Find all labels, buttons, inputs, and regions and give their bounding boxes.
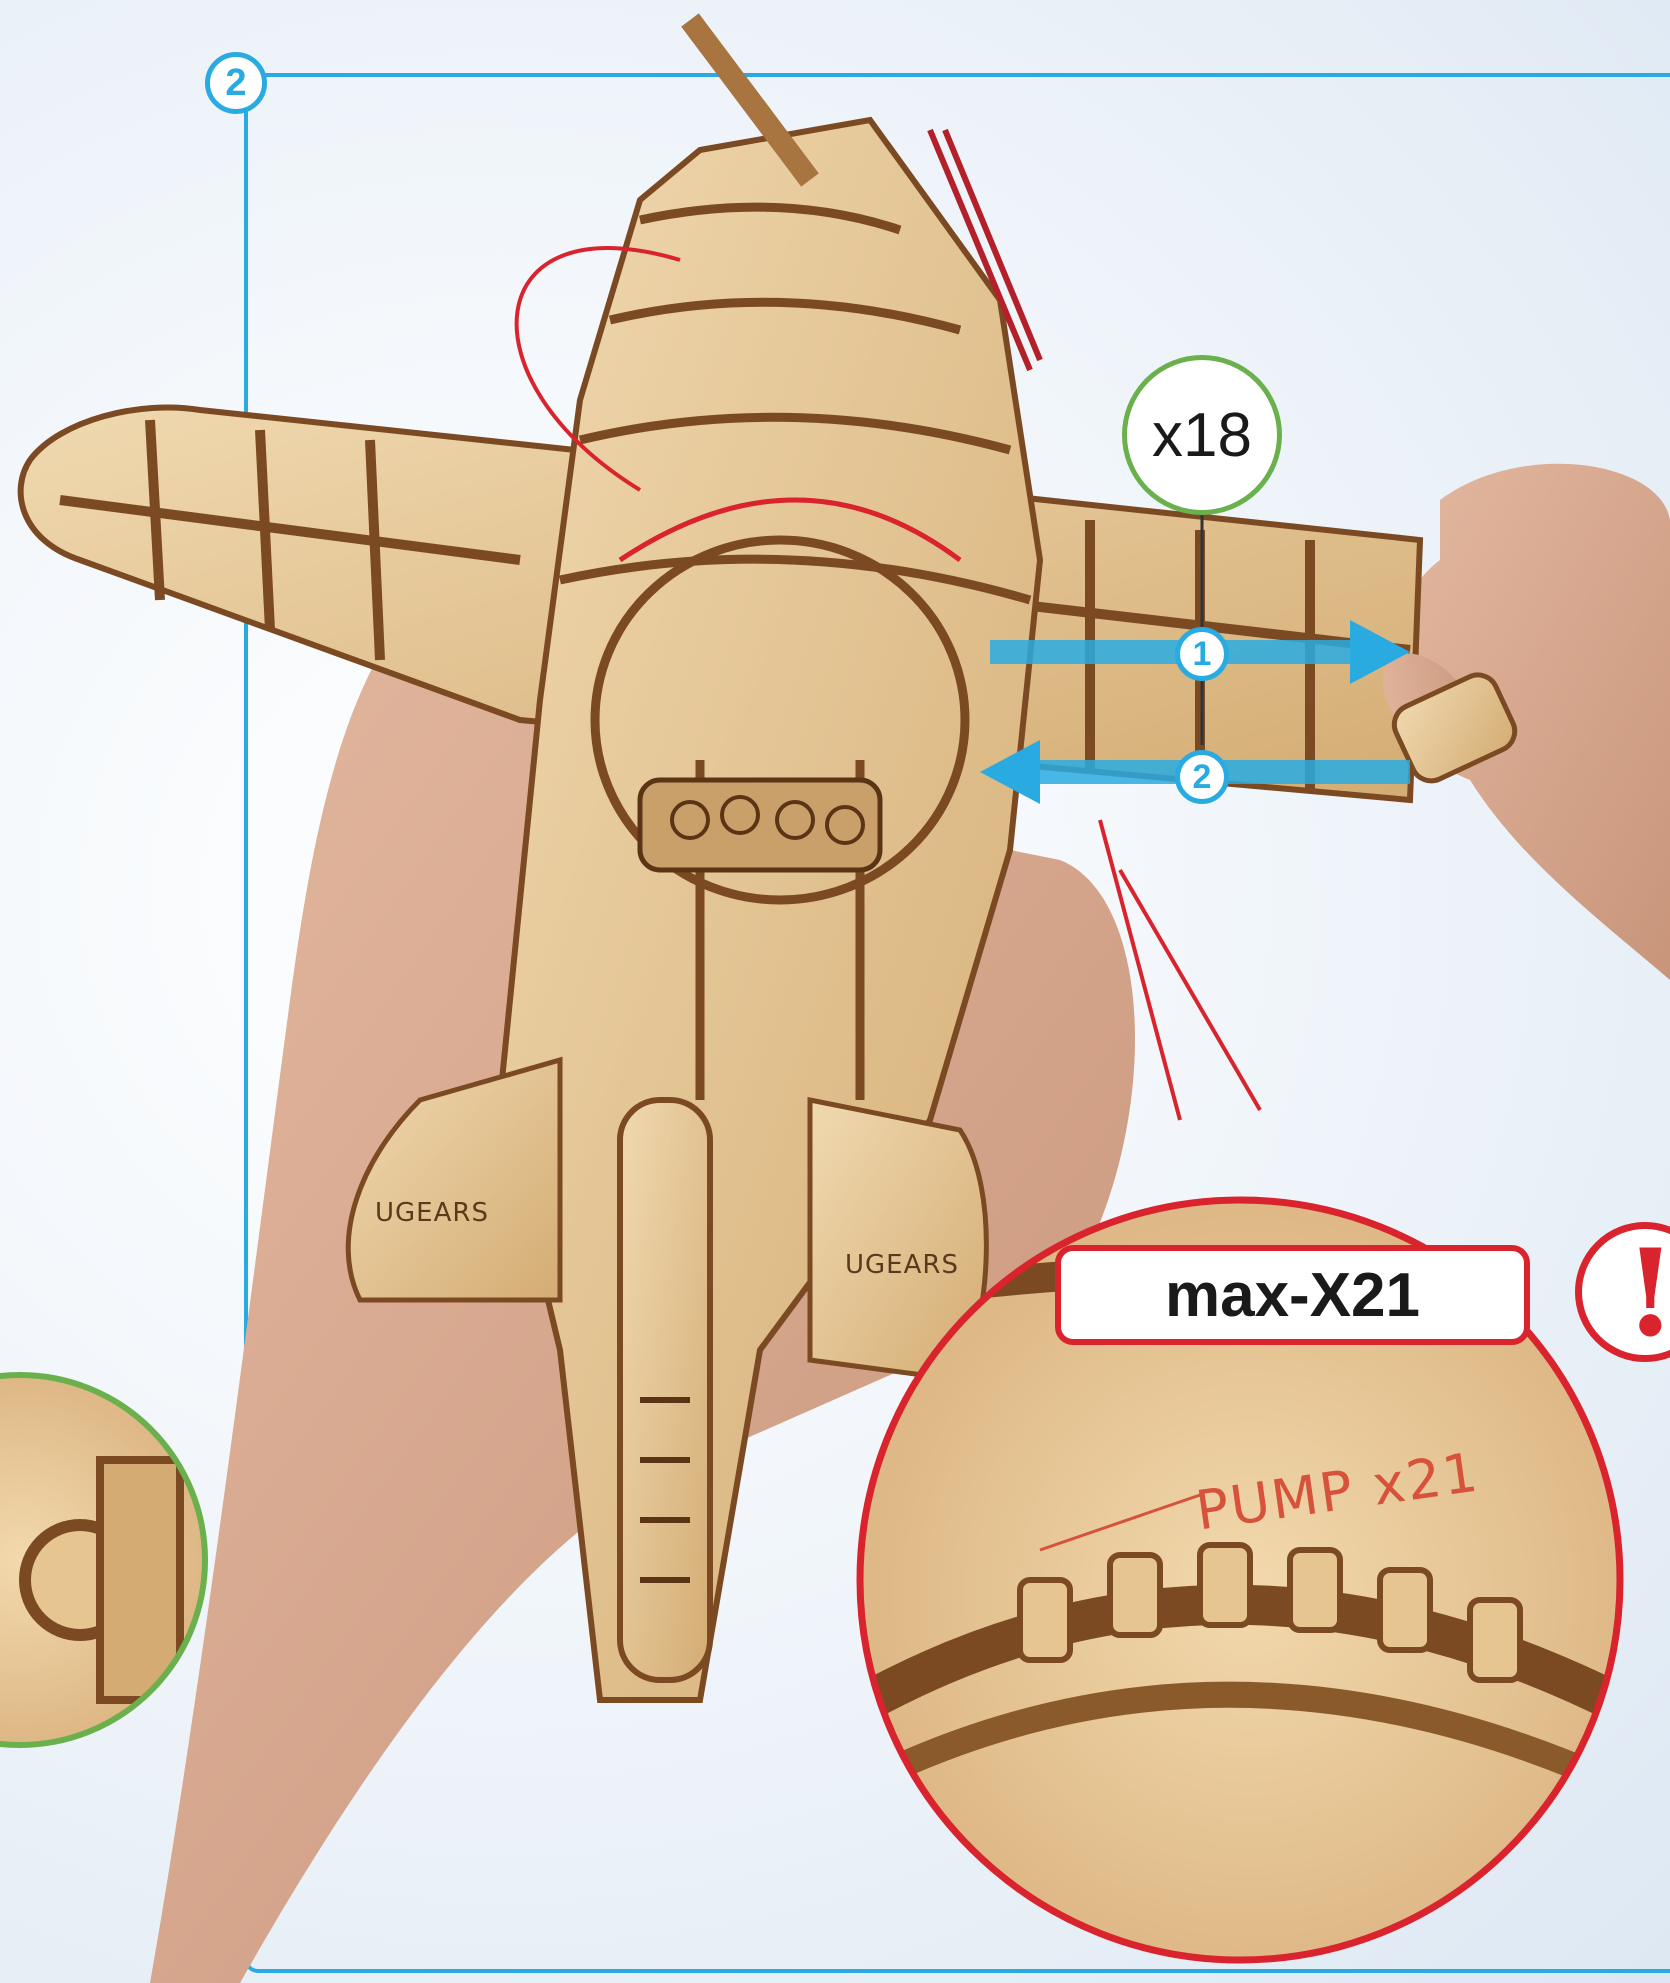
action-marker-1: 1	[1175, 627, 1229, 681]
vertical-tail	[620, 1100, 710, 1680]
ugears-logo-left: UGEARS	[375, 1198, 489, 1228]
step-number-icon: 2	[205, 52, 267, 114]
quantity-icon: x18	[1122, 355, 1282, 515]
left-zoom-detail	[0, 1370, 210, 1750]
action-marker-2: 2	[1175, 750, 1229, 804]
dashboard	[640, 780, 880, 870]
ugears-logo-right: UGEARS	[845, 1250, 959, 1280]
warning-symbol: !	[1624, 1229, 1670, 1359]
max-limit-label: max-X21	[1055, 1245, 1530, 1345]
